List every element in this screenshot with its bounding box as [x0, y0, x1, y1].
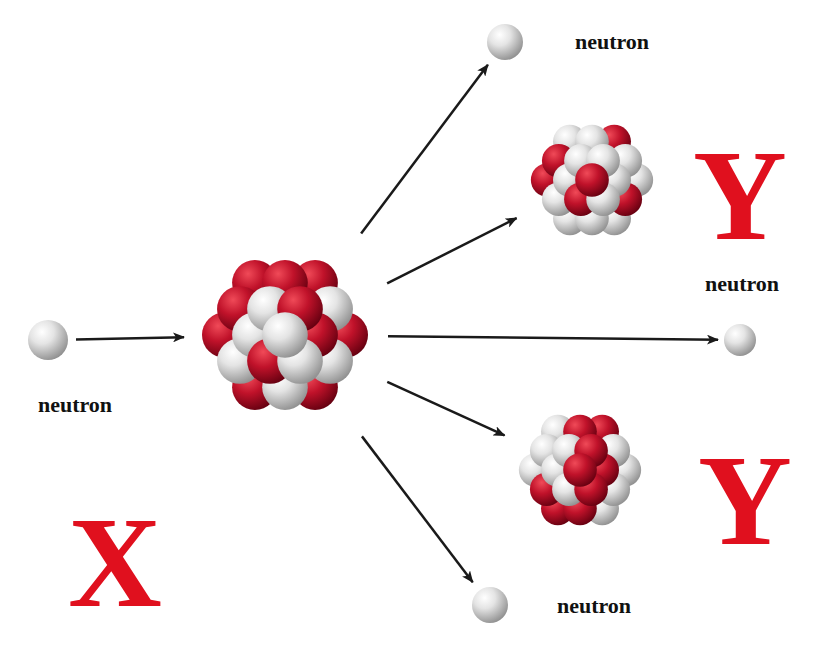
proton-ball: [575, 163, 609, 197]
neutron-particle: neutron: [472, 587, 508, 623]
nucleus-sphere: [190, 240, 380, 430]
reaction-arrow: [362, 436, 473, 582]
reaction-arrow: [387, 382, 504, 436]
neutron-particle: neutron: [28, 320, 68, 360]
neutron-ball: [487, 24, 523, 60]
particle-label: neutron: [38, 392, 112, 418]
neutron-particle: neutron: [724, 324, 756, 356]
neutron-ball: [262, 312, 308, 358]
particle-label: neutron: [557, 593, 631, 619]
nucleus: Y: [510, 400, 650, 540]
particle-label: neutron: [575, 29, 649, 55]
neutron-ball: [472, 587, 508, 623]
nucleus-label: Y: [693, 130, 787, 260]
reaction-arrow: [76, 337, 184, 339]
neutron-sphere: [28, 320, 68, 360]
neutron-ball: [28, 320, 68, 360]
neutron-ball: [724, 324, 756, 356]
reaction-arrow: [388, 336, 718, 340]
neutron-particle: neutron: [487, 24, 523, 60]
reaction-arrow: [361, 65, 488, 234]
nucleus: Y: [522, 110, 662, 250]
nucleus-sphere: [510, 400, 650, 540]
particle-label: neutron: [705, 271, 779, 297]
reaction-arrow: [387, 218, 517, 283]
nucleus-sphere: [522, 110, 662, 250]
nucleus-label: Y: [698, 435, 792, 565]
nucleus: X: [190, 240, 380, 430]
proton-ball: [563, 453, 597, 487]
nucleus-label: X: [68, 497, 162, 627]
neutron-sphere: [472, 587, 508, 623]
neutron-sphere: [487, 24, 523, 60]
neutron-sphere: [724, 324, 756, 356]
